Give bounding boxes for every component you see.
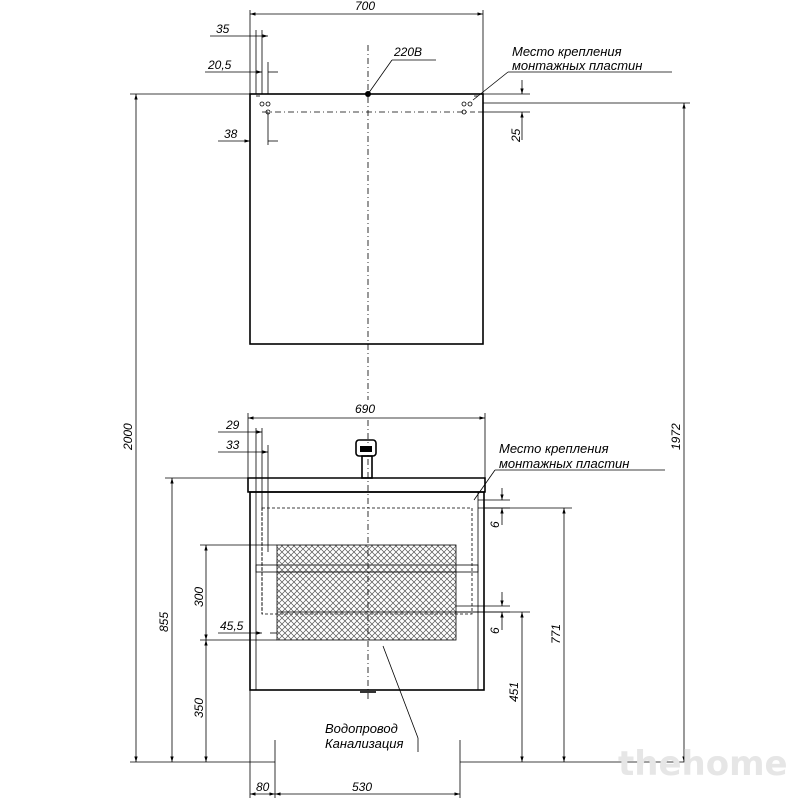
dim-855-label: 855: [157, 612, 171, 632]
dim-20-5-label: 20,5: [207, 58, 232, 72]
mirror-outline: [249, 93, 484, 345]
dim-300-label: 300: [192, 587, 206, 607]
dim-530-label: 530: [352, 780, 372, 794]
dim-6-top-label: 6: [488, 521, 502, 528]
height-2000-label: 2000: [121, 423, 135, 451]
height-1972-label: 1972: [669, 423, 683, 450]
dim-25-label: 25: [509, 128, 523, 143]
cabinet-body: [249, 491, 485, 691]
cabinet-width-label: 690: [355, 402, 375, 416]
power-label: 220В: [393, 45, 422, 59]
watermark: thehome: [618, 744, 788, 784]
mirror-view: 700 35 20,5 38 220В Место крепления монт…: [205, 0, 672, 400]
cabinet-mount-label-line1: Место крепления: [499, 441, 609, 456]
dim-80-label: 80: [256, 780, 270, 794]
dim-771-label: 771: [549, 624, 563, 644]
mirror-width-label: 700: [355, 0, 375, 13]
sewer-label: Канализация: [325, 736, 403, 751]
dim-451-label: 451: [507, 682, 521, 702]
water-supply-label: Водопровод: [325, 721, 398, 736]
dim-33-label: 33: [226, 438, 240, 452]
dim-6-mid-label: 6: [488, 627, 502, 634]
mirror-mount-label-line2: монтажных пластин: [512, 58, 642, 73]
cabinet-mount-label-line2: монтажных пластин: [499, 456, 629, 471]
mount-hole: [461, 109, 467, 115]
dim-38-label: 38: [224, 127, 238, 141]
mount-hole: [259, 101, 265, 107]
service-zone-hatched: [276, 544, 457, 641]
dim-350-label: 350: [192, 698, 206, 718]
mount-hole: [265, 101, 271, 107]
dim-29-label: 29: [225, 418, 240, 432]
faucet: [355, 439, 377, 479]
sink-top: [247, 477, 486, 493]
dim-45-5-label: 45,5: [220, 619, 244, 633]
mount-hole: [467, 101, 473, 107]
mount-hole: [461, 101, 467, 107]
dim-35-label: 35: [216, 22, 230, 36]
overall-dimensions: 2000 1972: [121, 93, 690, 763]
mirror-mount-label-line1: Место крепления: [512, 44, 622, 59]
cabinet-view: 690 29 33 Место крепления монтажных плас…: [157, 402, 665, 798]
